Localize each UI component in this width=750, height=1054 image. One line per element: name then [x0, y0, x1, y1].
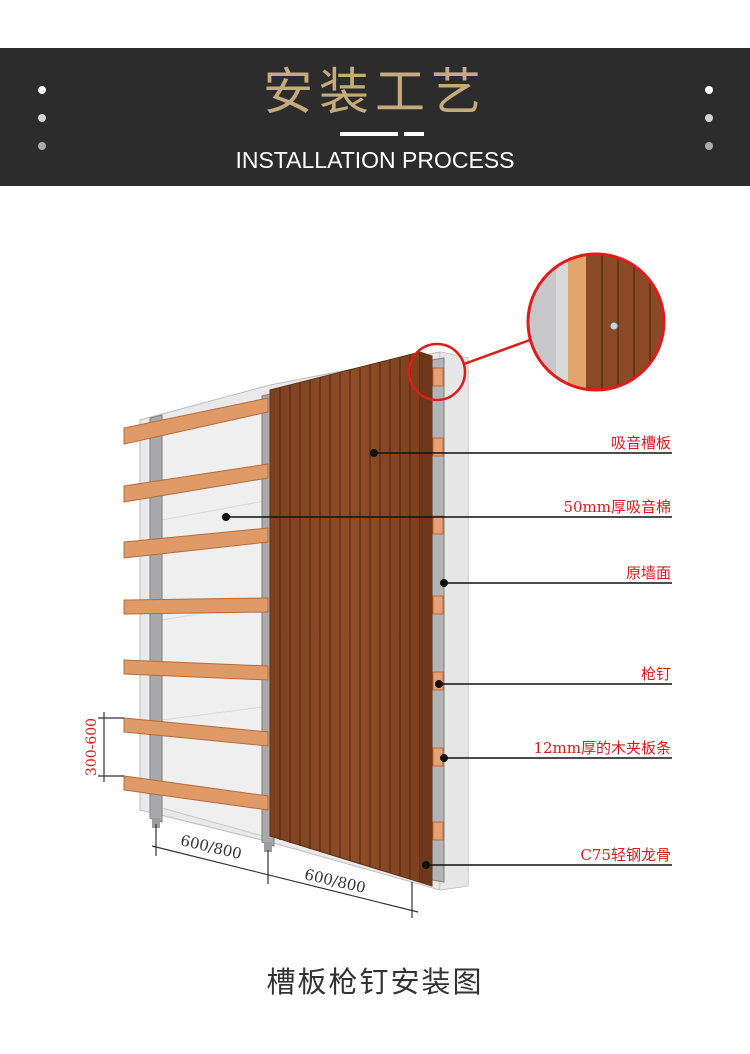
decor-dot-left-2 — [38, 114, 46, 122]
decor-dot-left-3 — [38, 142, 46, 150]
diagram-caption: 槽板枪钉安装图 — [266, 965, 484, 999]
dimension-horizontal-label-1: 600/800 — [179, 831, 244, 863]
dimension-vertical — [98, 712, 124, 782]
header-banner: 安装工艺 INSTALLATION PROCESS — [0, 48, 750, 186]
label-nail: 枪钉 — [640, 665, 671, 683]
decor-dot-right-1 — [705, 86, 713, 94]
label-original-wall: 原墙面 — [625, 564, 671, 582]
page-title: 安装工艺 — [263, 63, 487, 121]
leader-dots — [222, 449, 448, 869]
dimension-horizontal-label-2: 600/800 — [303, 865, 368, 897]
decor-dot-left-1 — [38, 86, 46, 94]
dimension-vertical-label: 300-600 — [84, 718, 100, 776]
title-divider-long — [340, 132, 398, 136]
label-acoustic-cotton: 50mm厚吸音棉 — [563, 498, 671, 516]
decor-dot-right-2 — [705, 114, 713, 122]
label-wood-batten: 12mm厚的木夹板条 — [533, 739, 671, 757]
wood-battens — [123, 397, 269, 811]
label-steel-keel: C75轻钢龙骨 — [580, 846, 671, 864]
leader-lines — [226, 452, 672, 866]
title-divider-short — [404, 132, 424, 136]
slotted-wood-panel — [269, 351, 433, 887]
decor-dot-right-3 — [705, 142, 713, 150]
dimension-horizontal — [151, 824, 419, 918]
label-acoustic-panel: 吸音槽板 — [610, 434, 671, 452]
page-subtitle: INSTALLATION PROCESS — [235, 147, 515, 173]
